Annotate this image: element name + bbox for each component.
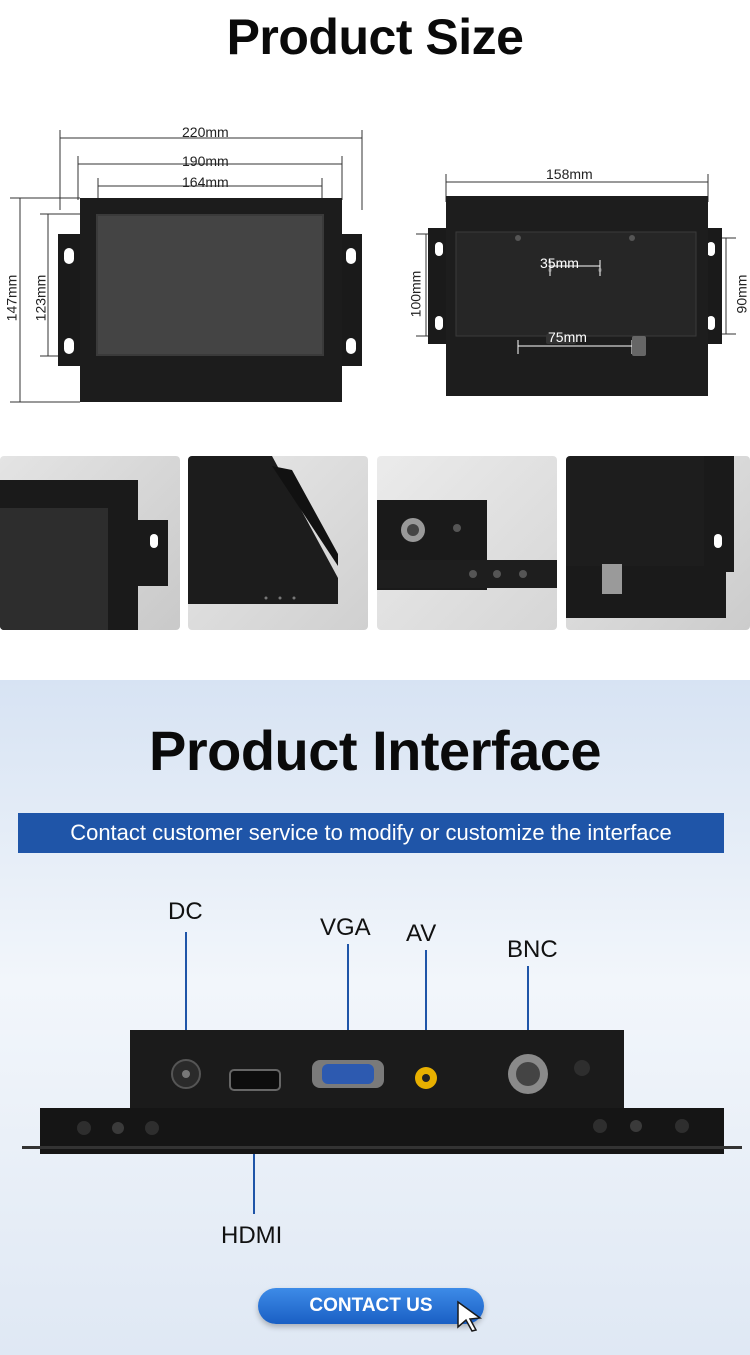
detail-photo-corner — [0, 456, 180, 630]
detail-photo-side — [188, 456, 368, 630]
product-size-title: Product Size — [226, 9, 524, 65]
label-av: AV — [406, 920, 437, 947]
label-hdmi: HDMI — [221, 1222, 283, 1249]
front-view-diagram — [10, 130, 363, 403]
dim-220mm: 220mm — [182, 124, 229, 140]
cursor-icon — [457, 1300, 483, 1332]
product-interface-section — [0, 680, 750, 1355]
back-view-diagram — [416, 174, 736, 396]
label-bnc: BNC — [507, 936, 558, 963]
dim-147mm: 147mm — [3, 274, 20, 322]
dim-123mm: 123mm — [32, 274, 49, 322]
interface-panel-diagram — [22, 932, 742, 1214]
dim-158mm: 158mm — [546, 166, 593, 182]
detail-photo-back — [566, 456, 750, 630]
dim-35mm: 35mm — [540, 255, 579, 271]
label-dc: DC — [168, 898, 203, 925]
dim-75mm: 75mm — [548, 329, 587, 345]
dim-164mm: 164mm — [182, 174, 229, 190]
contact-us-button[interactable]: CONTACT US — [258, 1288, 484, 1324]
dim-190mm: 190mm — [182, 153, 229, 169]
label-vga: VGA — [320, 914, 371, 941]
customize-banner: Contact customer service to modify or cu… — [18, 813, 724, 853]
dim-100mm: 100mm — [407, 270, 424, 318]
detail-photo-bnc — [377, 456, 557, 630]
dim-90mm: 90mm — [733, 274, 750, 314]
product-interface-title: Product Interface — [148, 719, 602, 782]
